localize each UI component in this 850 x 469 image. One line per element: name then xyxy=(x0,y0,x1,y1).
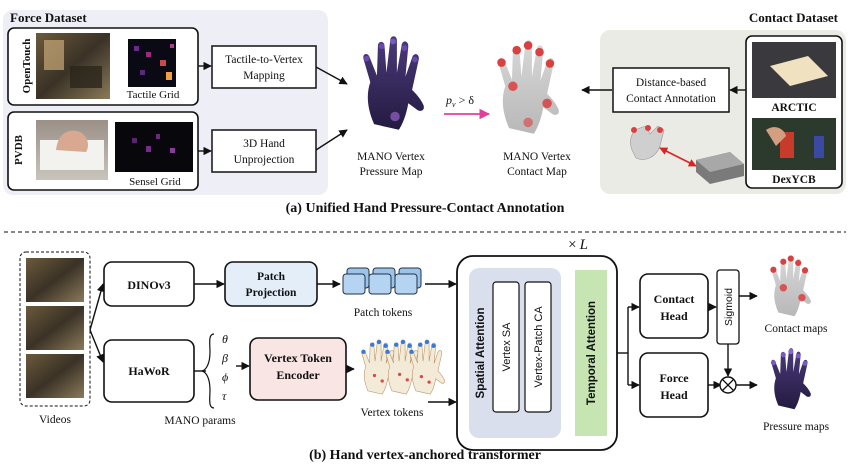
vertex-tokens-label: Vertex tokens xyxy=(361,407,424,419)
tactile-to-vertex-line1: Tactile-to-Vertex xyxy=(225,54,303,66)
patch-projection-box xyxy=(224,261,318,307)
caption-a: (a) Unified Hand Pressure-Contact Annota… xyxy=(286,201,565,216)
contact-map-label-line1: MANO Vertex xyxy=(503,151,571,163)
sigmoid-label: Sigmoid xyxy=(723,288,735,326)
hand-object-illustration xyxy=(630,125,744,184)
distance-contact-line1: Distance-based xyxy=(636,77,706,89)
tactile-grid-label: Tactile Grid xyxy=(127,89,180,101)
temporal-attention-label: Temporal Attention xyxy=(586,301,598,405)
arrow-step-to-pressure-2 xyxy=(315,129,348,151)
contact-maps-hand xyxy=(770,255,811,317)
sensel-cell xyxy=(156,134,160,139)
videos-label: Videos xyxy=(39,414,71,426)
dexycb-label: DexYCB xyxy=(772,174,816,186)
force-head-box xyxy=(639,352,709,418)
vertex-tokens-icon xyxy=(361,339,445,395)
contact-map-label-line2: Contact Map xyxy=(507,166,567,178)
pressure-map-label-line1: MANO Vertex xyxy=(357,151,425,163)
sensel-cell xyxy=(170,148,175,153)
tactile-cell xyxy=(140,70,145,75)
pressure-hand-image xyxy=(363,36,424,130)
tactile-cell xyxy=(166,72,172,80)
contact-head-box xyxy=(639,273,709,339)
contact-maps-label: Contact maps xyxy=(765,323,828,335)
patch-projection-line1: Patch xyxy=(257,271,286,283)
sensel-grid-label: Sensel Grid xyxy=(129,176,181,188)
vertex-sa-box xyxy=(492,281,520,413)
mano-tau: τ xyxy=(222,389,227,403)
repeat-label: ×L xyxy=(568,237,588,253)
force-head-line1: Force xyxy=(659,371,689,385)
pressure-map-label-line2: Pressure Map xyxy=(360,166,423,178)
multiply-cross xyxy=(722,379,734,391)
contact-head-line1: Contact xyxy=(654,292,695,306)
contact-dataset-title: Contact Dataset xyxy=(749,10,839,25)
mano-theta: θ xyxy=(222,332,228,346)
sensel-cell xyxy=(146,146,151,152)
tactile-cell xyxy=(170,44,174,48)
vertex-sa-label: Vertex SA xyxy=(501,322,513,372)
pvdb-photo-detail xyxy=(56,130,88,152)
mano-beta: β xyxy=(221,351,228,365)
vertex-patch-ca-label: Vertex-Patch CA xyxy=(533,306,545,388)
video-frame-2 xyxy=(26,306,84,350)
hand-unprojection-line2: Unprojection xyxy=(234,154,295,166)
distance-contact-box xyxy=(612,67,730,113)
tactile-cell xyxy=(134,46,139,51)
pressure-maps-hand xyxy=(770,348,811,410)
force-dataset-title: Force Dataset xyxy=(10,10,87,25)
pvdb-label: PVDB xyxy=(13,134,25,165)
opentouch-photo-detail xyxy=(70,66,102,88)
vertex-token-encoder-line1: Vertex Token xyxy=(264,351,332,365)
pressure-maps-label: Pressure maps xyxy=(763,421,830,433)
vertex-patch-ca-box xyxy=(524,281,552,413)
arrow-videos-to-hawor xyxy=(89,329,105,363)
spatial-attention-label: Spatial Attention xyxy=(475,308,487,399)
tactile-to-vertex-line2: Mapping xyxy=(243,70,285,82)
contact-head-line2: Head xyxy=(660,309,688,323)
vertex-token-encoder-line2: Encoder xyxy=(276,368,320,382)
arrow-step-to-pressure-1 xyxy=(315,66,348,85)
tactile-cell xyxy=(146,52,151,57)
patch-projection-line2: Projection xyxy=(246,287,297,299)
hawor-label: HaWoR xyxy=(128,364,170,378)
tactile-cell xyxy=(160,60,166,66)
hand-unprojection-box xyxy=(211,129,317,173)
arctic-label: ARCTIC xyxy=(771,102,816,114)
mano-params-label: MANO params xyxy=(164,415,236,427)
hand-unprojection-line1: 3D Hand xyxy=(243,138,285,150)
sensel-grid-image xyxy=(115,122,193,172)
temporal-attention-block xyxy=(575,270,607,436)
mano-params-brace xyxy=(201,333,215,409)
video-frame-1 xyxy=(26,258,84,302)
force-head-line2: Head xyxy=(660,388,688,402)
opentouch-photo-detail xyxy=(44,40,64,70)
mano-phi: ϕ xyxy=(222,370,228,384)
threshold-label: pv > δ xyxy=(445,93,474,109)
caption-b: (b) Hand vertex-anchored transformer xyxy=(309,448,541,463)
sensel-cell xyxy=(132,138,137,143)
distance-contact-line2: Contact Annotation xyxy=(626,93,716,105)
contact-hand-image xyxy=(497,40,559,134)
opentouch-label: OpenTouch xyxy=(21,39,33,94)
patch-tokens-icon xyxy=(342,267,422,295)
dinov3-label: DINOv3 xyxy=(127,278,170,292)
patch-tokens-label: Patch tokens xyxy=(354,307,413,319)
video-frame-3 xyxy=(26,354,84,398)
arrow-videos-to-dinov3 xyxy=(89,283,105,331)
